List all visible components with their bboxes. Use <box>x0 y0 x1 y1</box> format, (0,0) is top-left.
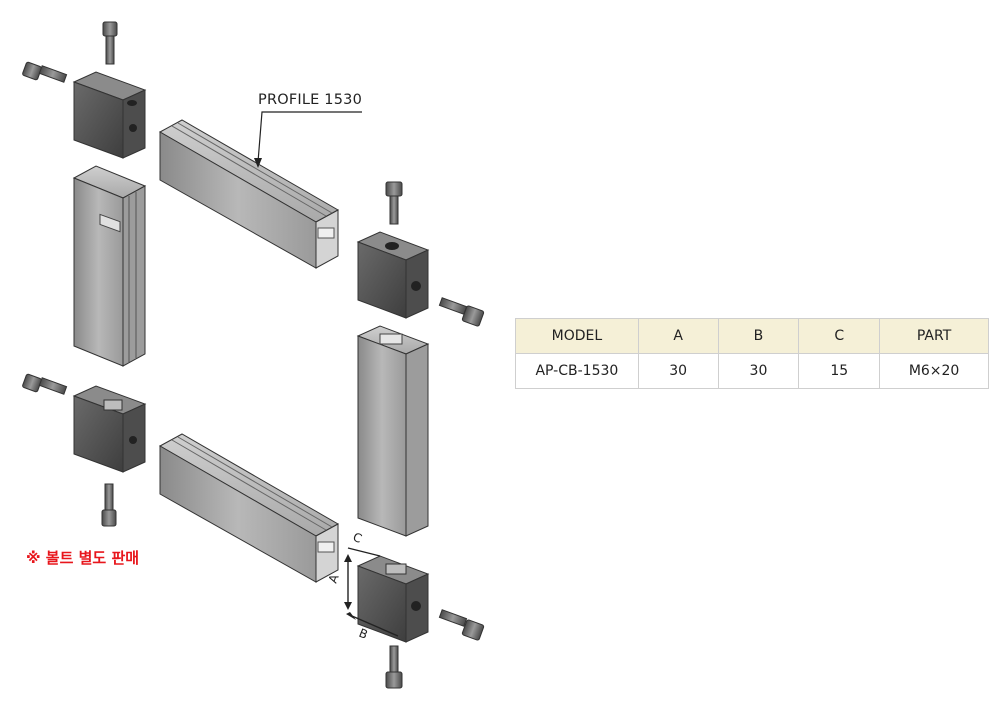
top-horizontal-profile <box>158 119 340 269</box>
right-upper-corner-block <box>356 231 430 319</box>
bottom-right-bolt-horizontal <box>438 609 485 641</box>
header-model: MODEL <box>515 318 639 354</box>
right-upper-bolt-horizontal <box>438 297 485 327</box>
bottom-right-corner-block <box>356 555 430 643</box>
table-row: AP-CB-1530 30 30 15 M6×20 <box>515 353 989 389</box>
bottom-left-corner-block <box>72 385 147 473</box>
top-left-bolt-vertical <box>102 21 118 65</box>
assembly-diagram: A B C PROFILE 1530 ※ 볼트 별도 판매 <box>22 21 485 689</box>
header-b: B <box>717 318 800 354</box>
bottom-horizontal-profile <box>158 433 340 583</box>
spec-table: MODEL A B C PART AP-CB-1530 30 30 15 M6×… <box>515 318 989 389</box>
exploded-assembly-drawing: A B C <box>22 21 485 689</box>
cell-a: 30 <box>637 353 719 389</box>
top-left-corner-block <box>72 71 147 159</box>
cell-model: AP-CB-1530 <box>515 353 639 389</box>
bolt-sold-separately-note: ※ 볼트 별도 판매 <box>26 549 140 567</box>
dimension-lines <box>344 547 399 637</box>
profile-label: PROFILE 1530 <box>258 92 362 108</box>
header-c: C <box>798 318 881 354</box>
bottom-left-bolt-vertical <box>101 483 117 527</box>
dimension-a-label: A <box>326 572 342 585</box>
profile-callout-leader <box>254 111 362 168</box>
cell-part: M6×20 <box>879 353 989 389</box>
header-a: A <box>637 318 719 354</box>
right-vertical-profile <box>356 325 430 537</box>
cell-c: 15 <box>798 353 881 389</box>
dimension-c-label: C <box>351 530 364 546</box>
right-upper-bolt-vertical <box>385 181 403 225</box>
cell-b: 30 <box>717 353 800 389</box>
dimension-b-label: B <box>357 626 370 642</box>
spec-table-header-row: MODEL A B C PART <box>515 318 989 354</box>
header-part: PART <box>879 318 989 354</box>
top-left-bolt-horizontal <box>22 61 68 83</box>
left-vertical-profile <box>72 165 147 367</box>
bottom-right-bolt-vertical <box>385 645 403 689</box>
bottom-left-bolt-horizontal <box>22 373 68 395</box>
